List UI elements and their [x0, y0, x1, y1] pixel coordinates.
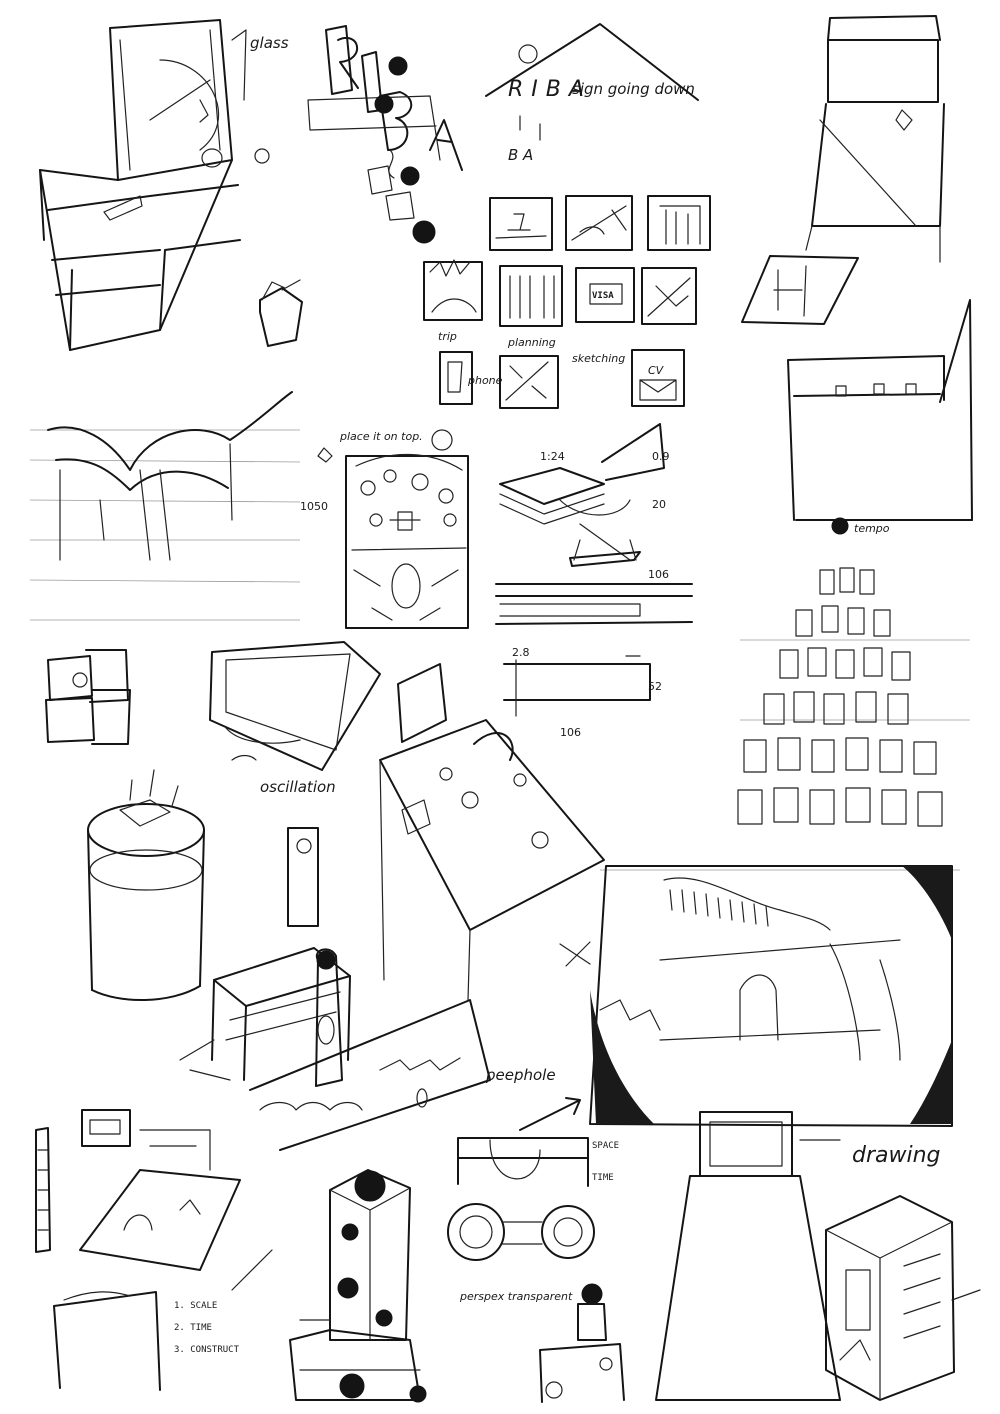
arrow-to-tunnel — [519, 1097, 581, 1131]
ring-diagram-sketch: SPACE TIME perspex transparent — [447, 1137, 619, 1303]
curved-roof-sketch — [47, 391, 293, 561]
tilted-monitor-sketch — [379, 663, 605, 1001]
dim-106-bottom: 106 — [560, 726, 581, 739]
riba-sign-sketch: RIBA B A sign going down — [485, 23, 699, 164]
dim-1050: 1050 — [300, 500, 328, 513]
riba-title-repeat: B A — [508, 146, 533, 164]
interlocking-blocks-sketch — [45, 649, 131, 745]
small-box-sketch — [259, 279, 303, 347]
icon-label-trip: trip — [438, 330, 457, 343]
icon-label-planning: planning — [507, 336, 556, 349]
tunnel-drawing — [589, 865, 953, 1127]
ladder-strip-sketch — [35, 1127, 51, 1253]
riba-letters-sketch — [307, 25, 463, 244]
oscillating-plane-sketch: oscillation — [209, 641, 381, 796]
cabinet-scribble: glass — [250, 34, 289, 52]
list-item-construct: 3. CONSTRUCT — [174, 1345, 240, 1355]
dim-52: 52 — [648, 680, 662, 693]
dim-0-9: 0.9 — [652, 450, 670, 463]
storyboard-frames-top — [489, 195, 711, 251]
oscillation-note: oscillation — [260, 778, 336, 796]
dim-2-8: 2.8 — [512, 646, 530, 659]
perspex-note: perspex transparent — [459, 1290, 573, 1303]
time-label: TIME — [592, 1173, 614, 1183]
tempo-tile-cascade: tempo — [737, 517, 943, 827]
paper-lines — [29, 429, 970, 871]
dimension-rails-sketch: 106 2.8 52 106 — [495, 568, 693, 739]
list-sketch: 1. SCALE 2. TIME 3. CONSTRUCT — [53, 1249, 273, 1391]
visa-stamp: VISA — [592, 291, 614, 301]
ball-tower-sketch — [289, 1169, 427, 1403]
bench-cabinet-sketch — [787, 299, 973, 521]
riba-caption: sign going down — [572, 80, 695, 98]
icon-label-phone: phone — [467, 374, 503, 387]
desk-screen-sketch — [79, 1109, 241, 1271]
icon-box-grid: trip planning VISA phone sketching CV — [423, 259, 697, 409]
place-on-top-note: place it on top. — [339, 430, 423, 443]
drawing-machine-sketch: drawing — [655, 1111, 981, 1401]
riba-title: RIBA — [508, 77, 592, 102]
peephole-note: peephole — [485, 1066, 556, 1084]
monitor-stand-sketch — [805, 15, 945, 263]
list-item-time: 2. TIME — [174, 1323, 212, 1333]
dim-20: 20 — [652, 498, 666, 511]
drawing-note: drawing — [852, 1143, 941, 1168]
dim-1-24: 1:24 — [540, 450, 565, 463]
cylinder-sketch — [87, 769, 205, 1002]
chair-sketch — [539, 1283, 625, 1403]
tempo-note: tempo — [854, 522, 890, 535]
list-item-scale: 1. SCALE — [174, 1301, 217, 1311]
tall-bar-sketch — [287, 827, 319, 927]
small-table-sketch — [741, 255, 859, 325]
dim-106-top: 106 — [648, 568, 669, 581]
space-label: SPACE — [592, 1141, 619, 1151]
icon-label-sketching: sketching — [572, 352, 625, 365]
layered-platform-sketch: 1:24 0.9 20 — [499, 423, 670, 567]
icon-label-cv: CV — [648, 364, 665, 377]
pinball-cabinet-sketch: glass — [39, 19, 289, 351]
playfield-plan-sketch: place it on top. 1050 — [300, 429, 469, 629]
scaffold-tower-sketch: peephole — [179, 947, 556, 1151]
